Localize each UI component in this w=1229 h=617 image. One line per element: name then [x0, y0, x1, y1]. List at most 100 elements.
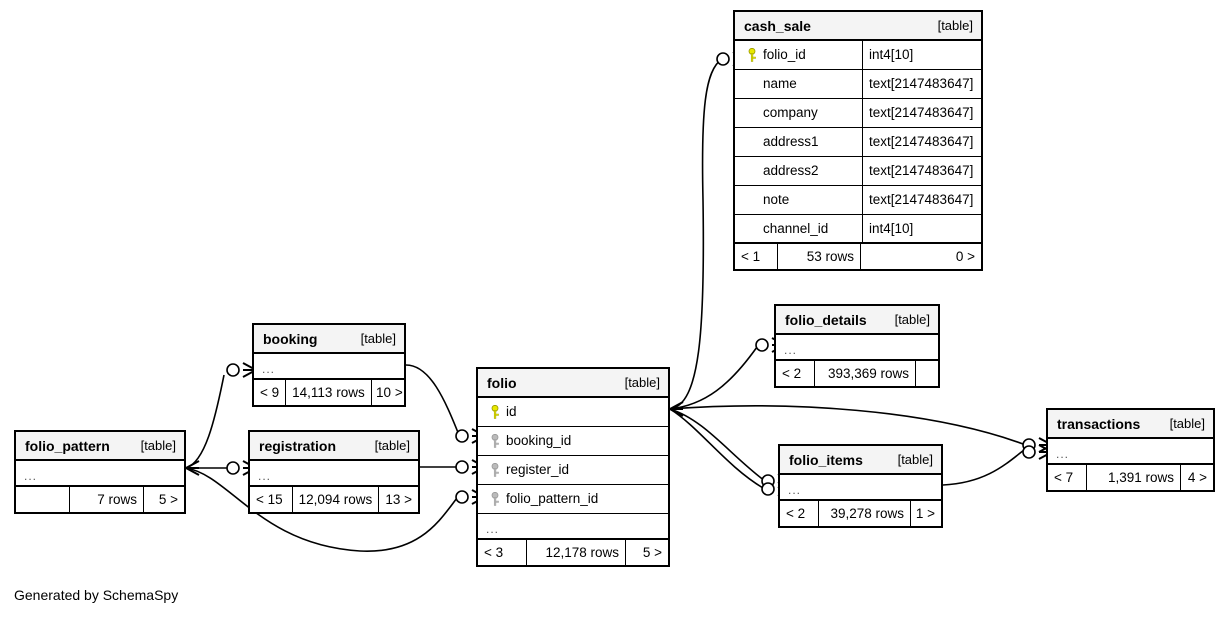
footer-row-count: 1,391 rows	[1086, 465, 1181, 490]
column-name-cell: folio_pattern_id	[478, 485, 668, 513]
edge-folio-folio_items-b	[669, 408, 764, 489]
table-tag: [table]	[1169, 416, 1205, 431]
table-row[interactable]: booking_id	[478, 427, 668, 456]
more-columns-indicator: ...	[478, 514, 668, 540]
column-label: company	[763, 105, 818, 121]
table-row[interactable]: folio_id int4[10]	[735, 41, 981, 70]
table-title: folio_items	[789, 451, 863, 468]
table-footer: < 3 12,178 rows 5 >	[478, 540, 668, 565]
more-columns-indicator: ...	[780, 475, 941, 501]
table-tag: [table]	[624, 375, 660, 390]
column-name-cell: id	[478, 398, 668, 426]
table-tag: [table]	[360, 331, 396, 346]
table-row[interactable]: address2 text[2147483647]	[735, 157, 981, 186]
column-name-cell: address1	[735, 128, 862, 156]
footer-child-count: 5 >	[158, 491, 178, 507]
table-title: folio	[487, 374, 517, 391]
edge-folio-cash_sale	[669, 58, 723, 410]
table-footer: < 2 393,369 rows	[776, 361, 938, 386]
more-columns-indicator: ...	[250, 461, 418, 487]
foreign-key-icon	[486, 433, 506, 449]
foreign-key-icon	[486, 491, 506, 507]
table-transactions[interactable]: transactions [table] ... < 7 1,391 rows …	[1046, 408, 1215, 492]
table-folio_pattern[interactable]: folio_pattern [table] ... 7 rows 5 >	[14, 430, 186, 514]
column-type: text[2147483647]	[862, 157, 981, 185]
footer-parent-count: < 2	[782, 365, 802, 381]
table-header: registration [table]	[250, 432, 418, 461]
footer-row-count: 12,094 rows	[291, 487, 380, 512]
foreign-key-icon	[486, 462, 506, 478]
column-label: address2	[763, 163, 819, 179]
table-folio_items[interactable]: folio_items [table] ... < 2 39,278 rows …	[778, 444, 943, 528]
table-folio[interactable]: folio [table] id booking_id	[476, 367, 670, 567]
footer-parent-count: < 9	[260, 384, 280, 400]
column-type: int4[10]	[862, 215, 981, 242]
table-tag: [table]	[937, 18, 973, 33]
column-name-cell: booking_id	[478, 427, 668, 455]
column-name-cell: company	[735, 99, 862, 127]
column-name-cell: channel_id	[735, 215, 862, 242]
table-cash_sale[interactable]: cash_sale [table] folio_id int4[10] name…	[733, 10, 983, 271]
edge-folio-transactions	[669, 405, 1024, 445]
table-header: folio [table]	[478, 369, 668, 398]
edge-folio_items-transactions	[942, 449, 1025, 486]
footer-row-count: 39,278 rows	[818, 501, 911, 526]
table-row[interactable]: id	[478, 398, 668, 427]
footer-parent-count: < 3	[484, 544, 504, 560]
footer-child-count	[916, 361, 938, 386]
column-name-cell: name	[735, 70, 862, 98]
table-title: registration	[259, 437, 337, 454]
footer-child-count: 0 >	[955, 248, 975, 264]
footer-parent-count: < 1	[741, 248, 761, 264]
more-columns-indicator: ...	[776, 335, 938, 361]
footer-row-count: 14,113 rows	[285, 380, 372, 405]
footer-child-count: 10 >	[376, 384, 403, 400]
table-footer: < 7 1,391 rows 4 >	[1048, 465, 1213, 490]
table-row[interactable]: note text[2147483647]	[735, 186, 981, 215]
edge-folio-folio_items-a	[669, 408, 766, 482]
table-row[interactable]: register_id	[478, 456, 668, 485]
terminator-folio-right-hub	[669, 401, 684, 417]
primary-key-icon	[743, 47, 763, 63]
column-type: int4[10]	[862, 41, 981, 69]
more-columns-indicator: ...	[1048, 439, 1213, 465]
footer-parent-count: < 15	[256, 491, 283, 507]
table-booking[interactable]: booking [table] ... < 9 14,113 rows 10 >	[252, 323, 406, 407]
table-title: folio_pattern	[25, 437, 110, 454]
table-header: folio_details [table]	[776, 306, 938, 335]
table-header: booking [table]	[254, 325, 404, 354]
more-columns-indicator: ...	[254, 354, 404, 380]
edge-folio_pattern-booking	[185, 374, 225, 469]
footer-row-count: 393,369 rows	[814, 361, 916, 386]
table-tag: [table]	[897, 452, 933, 467]
table-row[interactable]: channel_id int4[10]	[735, 215, 981, 244]
column-label: folio_id	[763, 47, 806, 63]
table-footer: < 9 14,113 rows 10 >	[254, 380, 404, 405]
column-name-cell: address2	[735, 157, 862, 185]
table-folio_details[interactable]: folio_details [table] ... < 2 393,369 ro…	[774, 304, 940, 388]
column-type: text[2147483647]	[862, 70, 981, 98]
table-title: folio_details	[785, 311, 867, 328]
table-title: transactions	[1057, 415, 1141, 432]
primary-key-icon	[486, 404, 506, 420]
table-header: cash_sale [table]	[735, 12, 981, 41]
column-label: register_id	[506, 462, 570, 478]
table-title: booking	[263, 330, 318, 347]
column-label: channel_id	[763, 220, 829, 236]
table-tag: [table]	[374, 438, 410, 453]
table-footer: < 15 12,094 rows 13 >	[250, 487, 418, 512]
footer-child-count: 4 >	[1187, 469, 1207, 485]
table-header: transactions [table]	[1048, 410, 1213, 439]
column-type: text[2147483647]	[862, 186, 981, 214]
more-columns-indicator: ...	[16, 461, 184, 487]
footer-child-count: 13 >	[385, 491, 412, 507]
table-registration[interactable]: registration [table] ... < 15 12,094 row…	[248, 430, 420, 514]
generator-credit: Generated by SchemaSpy	[14, 587, 179, 603]
terminator-folio_pattern-hub	[185, 460, 200, 476]
table-row[interactable]: address1 text[2147483647]	[735, 128, 981, 157]
table-row[interactable]: folio_pattern_id	[478, 485, 668, 514]
table-footer: < 1 53 rows 0 >	[735, 244, 981, 269]
column-label: address1	[763, 134, 819, 150]
table-row[interactable]: company text[2147483647]	[735, 99, 981, 128]
table-row[interactable]: name text[2147483647]	[735, 70, 981, 99]
